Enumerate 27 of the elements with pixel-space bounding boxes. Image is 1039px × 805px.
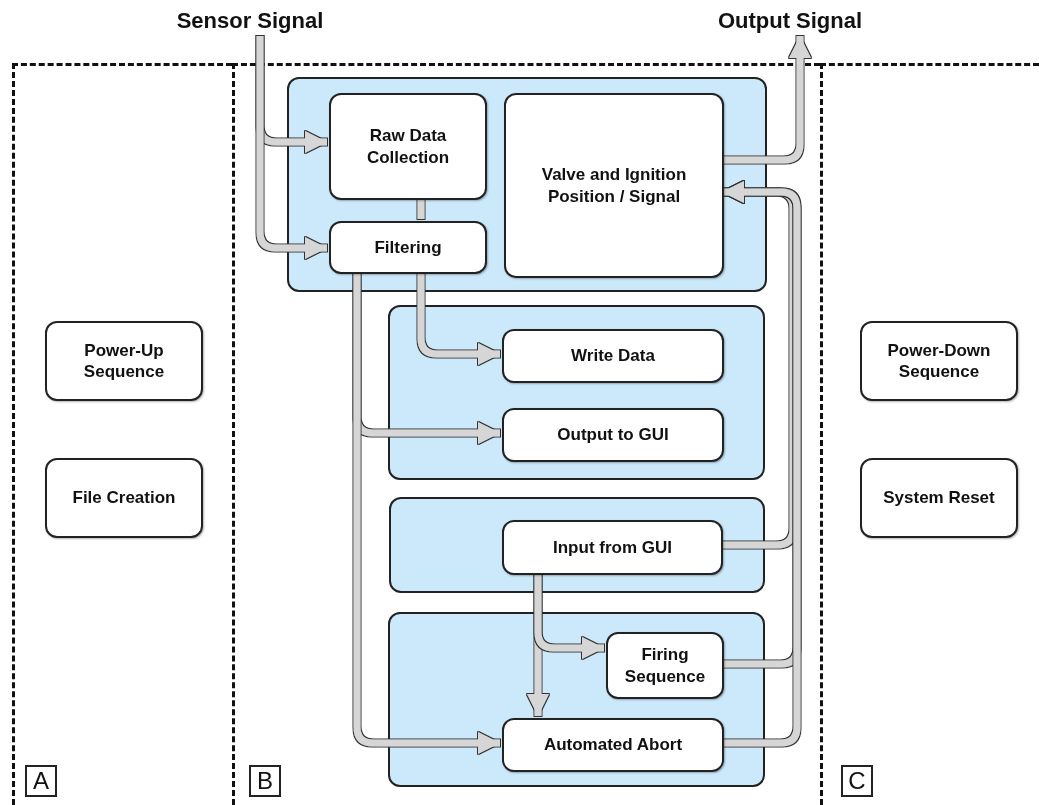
arrow [534, 573, 604, 659]
group-panel [287, 77, 767, 292]
dashed-zone [232, 63, 820, 805]
arrow [353, 272, 500, 754]
process-box: Firing Sequence [606, 632, 724, 699]
process-box: Raw Data Collection [329, 93, 487, 200]
process-box: System Reset [860, 458, 1018, 538]
process-box: File Creation [45, 458, 203, 538]
process-box: Power-Down Sequence [860, 321, 1018, 401]
process-box: Input from GUI [502, 520, 723, 575]
process-box: Filtering [329, 221, 487, 274]
signal-label: Sensor Signal [150, 4, 350, 36]
group-panel [389, 497, 765, 593]
process-box: Automated Abort [502, 718, 724, 772]
process-box: Power-Up Sequence [45, 321, 203, 401]
zone-letter: C [841, 765, 873, 797]
process-box: Write Data [502, 329, 724, 383]
arrow [417, 272, 500, 365]
group-panel [388, 612, 765, 787]
signal-label: Output Signal [700, 4, 880, 36]
process-box: Valve and Ignition Position / Signal [504, 93, 724, 278]
group-panel [388, 305, 765, 480]
process-box: Output to GUI [502, 408, 724, 462]
dashed-zone [12, 63, 232, 805]
zone-letter: A [25, 765, 57, 797]
dashed-zone [820, 63, 1039, 805]
zone-letter: B [249, 765, 281, 797]
